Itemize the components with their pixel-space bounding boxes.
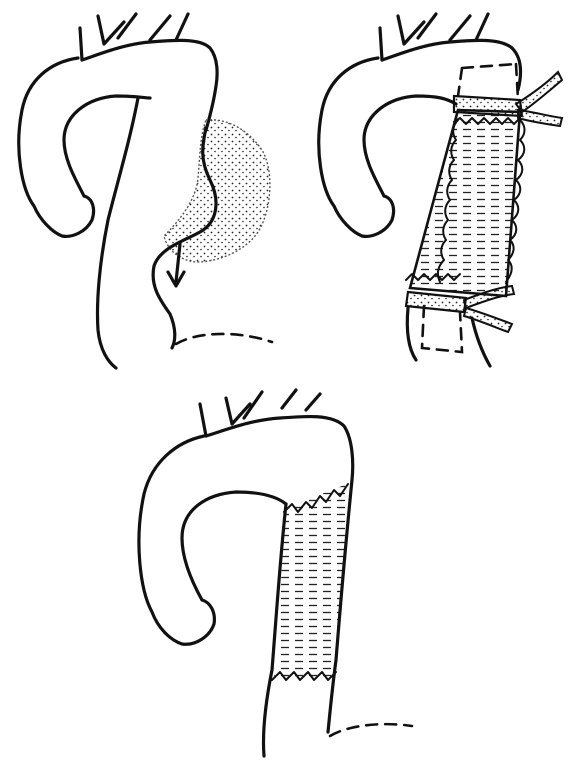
distal-aorta-dashed-3 <box>330 724 412 736</box>
arch-branch-vessels-2 <box>380 14 488 60</box>
panel-graft-placement <box>319 14 562 366</box>
distal-stump-dashed <box>422 306 462 352</box>
descending-aorta-left-wall <box>97 98 138 368</box>
proximal-stump-dashed <box>458 64 518 100</box>
aortic-arch-outer <box>19 58 94 236</box>
aortic-arch-inner-3 <box>182 492 286 600</box>
arch-branch-vessels <box>80 14 188 60</box>
panel-completed-repair <box>139 390 412 756</box>
aortic-arch-outer-3 <box>139 436 214 644</box>
aortic-arch-top-3 <box>206 416 353 480</box>
panel-aneurysm <box>19 14 272 368</box>
aortic-arch-inner <box>64 96 150 196</box>
arch-branch-vessels-3 <box>200 390 320 436</box>
distal-aorta-dashed <box>176 334 272 344</box>
aortic-arch-top <box>82 40 217 130</box>
aortic-arch-outer-2 <box>319 58 394 236</box>
tube-graft <box>410 110 520 296</box>
